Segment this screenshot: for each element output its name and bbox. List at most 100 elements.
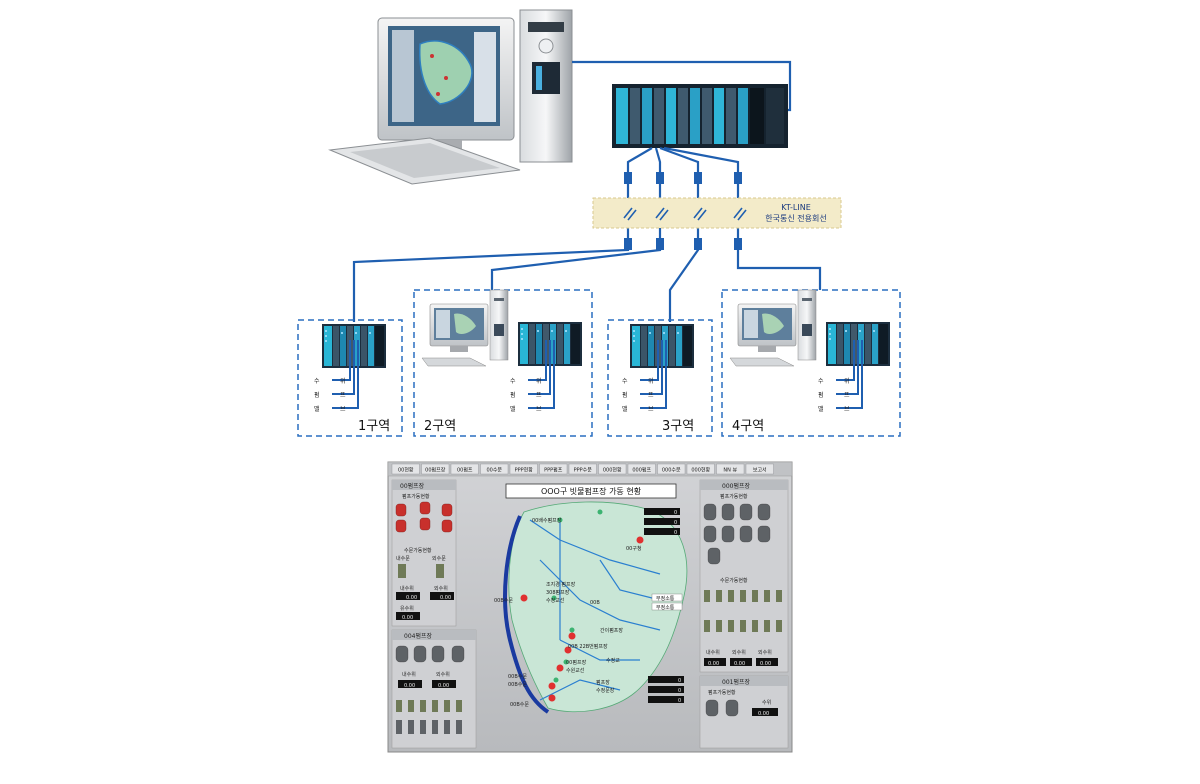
scada-menu-tab[interactable] xyxy=(509,463,538,475)
zone-4-io-6: 브 xyxy=(844,406,850,413)
map-right-box-2: 부정소통 xyxy=(656,604,675,611)
left-gate-label-2: 외수문 xyxy=(432,555,446,562)
map-label: 수정교선 xyxy=(546,597,565,604)
right-gate-status: 수문가동현황 xyxy=(720,577,748,584)
zone-4-io-1: 수 xyxy=(818,378,824,385)
zone-1-io-3: 펌 xyxy=(314,392,320,399)
scada-menu-tab-label: 000현황 xyxy=(691,467,710,474)
scada-menu-tab[interactable] xyxy=(421,463,450,475)
scada-menu-tab-label: 00펌프 xyxy=(457,467,473,474)
scada-right-panel: 000펌프장 펌프가동현황 수문가동현황 내수위 외수위 외수위 0.00 0.… xyxy=(699,479,789,673)
main-plc-rack xyxy=(612,84,788,148)
left-panel-title: 00펌프장 xyxy=(400,482,425,490)
map-readout-5: 0 xyxy=(678,688,681,694)
kt-line-label-ko: 한국통신 전용회선 xyxy=(765,213,826,223)
central-workstation xyxy=(328,9,573,185)
zone-2-io-3: 펌 xyxy=(510,392,516,399)
scada-menu-tab-label: NN 뷰 xyxy=(723,468,737,474)
zone-2-io-6: 브 xyxy=(536,406,542,413)
map-label: 수원교선 xyxy=(566,667,585,674)
zone-2-io-5: 밸 xyxy=(510,405,516,413)
scada-menu-tab-label: 00현황 xyxy=(398,467,414,474)
right-panel-title: 000펌프장 xyxy=(722,482,750,490)
right-readout-1-label: 내수위 xyxy=(706,649,720,656)
map-readout-6: 0 xyxy=(678,698,681,704)
zone-1-io-2: 위 xyxy=(340,377,346,385)
zone-2-io-2: 위 xyxy=(536,377,542,385)
map-label: 조지경 펌프장 xyxy=(546,581,576,588)
zone-4-label: 4구역 xyxy=(732,419,764,434)
zone-1-io-5: 밸 xyxy=(314,405,320,413)
scada-menu-tab[interactable] xyxy=(480,463,509,475)
map-label: 수정문장 xyxy=(596,687,615,694)
scada-menu-tab[interactable] xyxy=(745,463,774,475)
bottom-right-title: 001펌프장 xyxy=(722,678,750,686)
scada-menu-tab[interactable] xyxy=(627,463,656,475)
scada-menu-tab[interactable] xyxy=(450,463,479,475)
left-pump-status: 펌프가동현황 xyxy=(402,493,430,500)
map-right-box-1: 부정소통 xyxy=(656,595,675,602)
scada-menu-tab-label: 000수문 xyxy=(662,468,681,474)
zone-4: 수 위 펌 프 밸 브 4구역 xyxy=(721,289,901,437)
map-label: 00배수펌프장 xyxy=(532,517,562,524)
bottom-right-readout-value: 0.00 xyxy=(758,711,769,717)
left-gate-label-1: 내수문 xyxy=(396,555,410,562)
map-label: 308펌프장 xyxy=(546,589,570,596)
zone-4-io-3: 펌 xyxy=(818,392,824,399)
map-label: 00B수문 xyxy=(494,598,513,604)
left-readout-2-label: 외수위 xyxy=(434,585,448,592)
map-label: 00B수문 xyxy=(510,702,529,708)
lower-left-readout-1-label: 내수위 xyxy=(402,671,416,678)
kt-line-label-en: KT-LINE xyxy=(781,203,811,212)
left-readout-3-label: 유수위 xyxy=(400,605,414,612)
right-readout-3-label: 외수위 xyxy=(758,649,772,656)
zone-3-io-4: 프 xyxy=(648,392,654,399)
scada-menu-tab[interactable] xyxy=(391,463,420,475)
right-readout-2-value: 0.00 xyxy=(734,661,745,667)
map-label: 펌프장 xyxy=(596,679,610,686)
right-readout-3-value: 0.00 xyxy=(760,661,771,667)
lower-left-readout-2-value: 0.00 xyxy=(438,683,449,689)
map-label: 00B 22B번펌프장 xyxy=(568,643,608,650)
kt-line-band: KT-LINE 한국통신 전용회선 xyxy=(592,197,842,229)
scada-menu-tab-label: 000펌프 xyxy=(632,467,651,474)
scada-bottom-right-panel: 001펌프장 펌프가동현황 수위 0.00 xyxy=(699,675,789,749)
zone-1-io-4: 프 xyxy=(340,392,346,399)
lower-left-readout-1-value: 0.00 xyxy=(404,683,415,689)
zone-2-label: 2구역 xyxy=(424,419,456,434)
scada-menu-tab[interactable] xyxy=(539,463,568,475)
left-readout-2-value: 0.00 xyxy=(440,595,451,601)
scada-menu-tab[interactable] xyxy=(568,463,597,475)
zone-3-io-3: 펌 xyxy=(622,392,628,399)
map-readout-3: 0 xyxy=(674,530,677,536)
scada-menu-tab-label: PPP펌프 xyxy=(544,467,563,474)
zone-3-io-2: 위 xyxy=(648,377,654,385)
zone-1-io-1: 수 xyxy=(314,378,320,385)
scada-menu-tab-label: 000현황 xyxy=(603,467,622,474)
scada-lower-left-panel: 004펌프장 내수위 외수위 0.00 0.00 xyxy=(391,629,477,749)
zone-3: 수 위 펌 프 밸 브 3구역 xyxy=(607,319,713,437)
zone-2: 수 위 펌 프 밸 브 2구역 xyxy=(413,289,593,437)
right-readout-1-value: 0.00 xyxy=(708,661,719,667)
scada-menu-tab-label: 보고서 xyxy=(753,467,767,474)
zone-3-label: 3구역 xyxy=(662,419,694,434)
scada-menu-tab[interactable] xyxy=(598,463,627,475)
zone-2-io-4: 프 xyxy=(536,392,542,399)
zone-4-io-2: 위 xyxy=(844,377,850,385)
scada-menu-tab[interactable] xyxy=(686,463,715,475)
left-readout-1-label: 내수위 xyxy=(400,585,414,592)
left-readout-1-value: 0.00 xyxy=(406,595,417,601)
map-readout-2: 0 xyxy=(674,520,677,526)
map-label: 00B수문 xyxy=(508,682,527,688)
map-label: 00B수문 xyxy=(508,674,527,680)
scada-menu-tab[interactable] xyxy=(657,463,686,475)
zone-1: 수 위 펌 프 밸 브 1구역 xyxy=(297,319,403,437)
zone-4-io-4: 프 xyxy=(844,392,850,399)
map-readout-1: 0 xyxy=(674,510,677,516)
zone-3-io-1: 수 xyxy=(622,378,628,385)
left-gate-status: 수문가동현황 xyxy=(404,547,432,554)
scada-menu-tab[interactable] xyxy=(716,463,745,475)
map-readout-4: 0 xyxy=(678,678,681,684)
